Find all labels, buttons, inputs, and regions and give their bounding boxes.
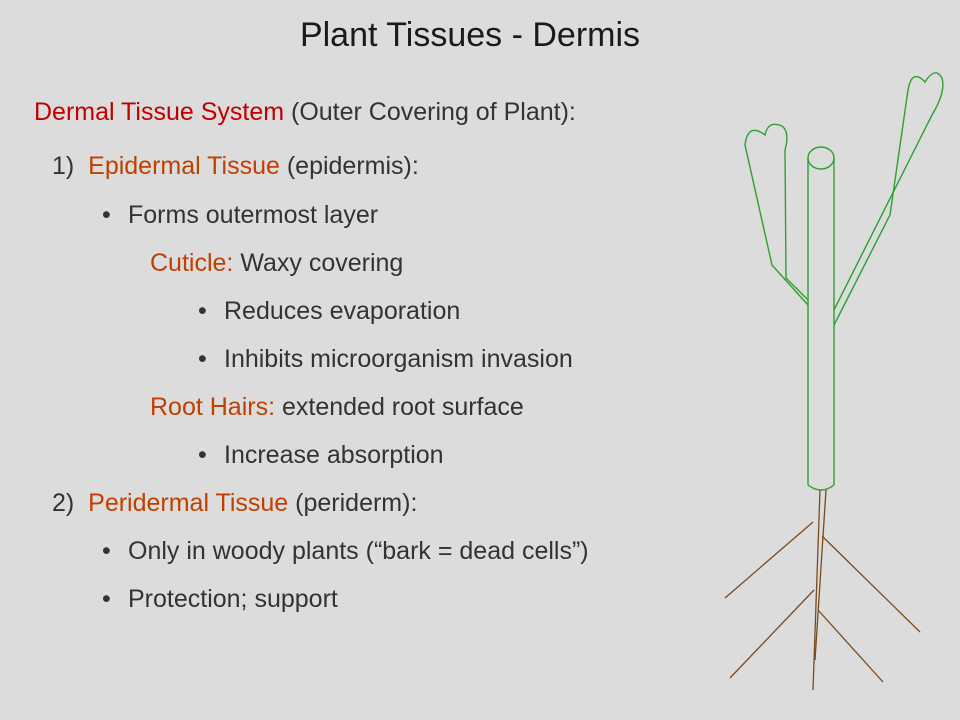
root-hairs-rest: extended root surface (275, 393, 524, 421)
epidermal-heading: 1) Epidermal Tissue (epidermis): (52, 152, 419, 181)
peridermal-number: 2) (52, 489, 75, 517)
root-hair (729, 589, 815, 679)
bullet-text: Only in woody plants (“bark = dead cells… (128, 537, 589, 565)
peridermal-heading: 2) Peridermal Tissue (periderm): (52, 489, 417, 518)
bullet-text: Reduces evaporation (224, 297, 461, 325)
bullet-glyph: • (102, 585, 111, 613)
epidermal-rest: (epidermis): (279, 152, 419, 180)
cuticle-bullet-evaporation: • Reduces evaporation (198, 297, 460, 326)
stem-top (807, 146, 835, 170)
slide-title: Plant Tissues - Dermis (299, 16, 641, 54)
bullet-glyph: • (198, 345, 207, 373)
bullet-glyph: • (198, 297, 207, 325)
bullet-text: Inhibits microorganism invasion (224, 345, 573, 373)
root-hair (817, 609, 884, 683)
bullet-text: Increase absorption (224, 441, 444, 469)
bullet-text: Protection; support (128, 585, 338, 613)
dermal-heading: Dermal Tissue System (Outer Covering of … (34, 98, 576, 127)
bullet-text: Forms outermost layer (128, 201, 379, 229)
dermal-heading-term: Dermal Tissue System (34, 98, 285, 126)
peridermal-bullet-protection: • Protection; support (102, 585, 338, 614)
peridermal-bullet-woody: • Only in woody plants (“bark = dead cell… (102, 537, 589, 566)
bullet-glyph: • (102, 537, 111, 565)
root-main-inner (814, 489, 827, 661)
cuticle-line: Cuticle: Waxy covering (150, 249, 403, 278)
epidermal-term: Epidermal Tissue (88, 152, 280, 180)
epidermal-bullet-outermost: • Forms outermost layer (102, 201, 378, 230)
plant-shoot (744, 72, 944, 491)
plant-roots (724, 489, 921, 691)
peridermal-term: Peridermal Tissue (88, 489, 289, 517)
leaf-right (833, 72, 944, 326)
cuticle-term: Cuticle: (150, 249, 234, 277)
dermal-heading-rest: (Outer Covering of Plant): (284, 98, 576, 126)
bullet-glyph: • (198, 441, 207, 469)
root-hairs-line: Root Hairs: extended root surface (150, 393, 524, 422)
cuticle-bullet-microorganism: • Inhibits microorganism invasion (198, 345, 573, 374)
cuticle-rest: Waxy covering (233, 249, 404, 277)
root-hair (724, 521, 814, 599)
root-hair (821, 535, 921, 633)
root-main (812, 489, 821, 691)
leaf-left (744, 123, 809, 306)
bullet-glyph: • (102, 201, 111, 229)
peridermal-rest: (periderm): (288, 489, 418, 517)
stem-base (807, 484, 835, 491)
root-hairs-term: Root Hairs: (150, 393, 276, 421)
epidermal-number: 1) (52, 152, 75, 180)
root-hairs-bullet-absorption: • Increase absorption (198, 441, 444, 470)
